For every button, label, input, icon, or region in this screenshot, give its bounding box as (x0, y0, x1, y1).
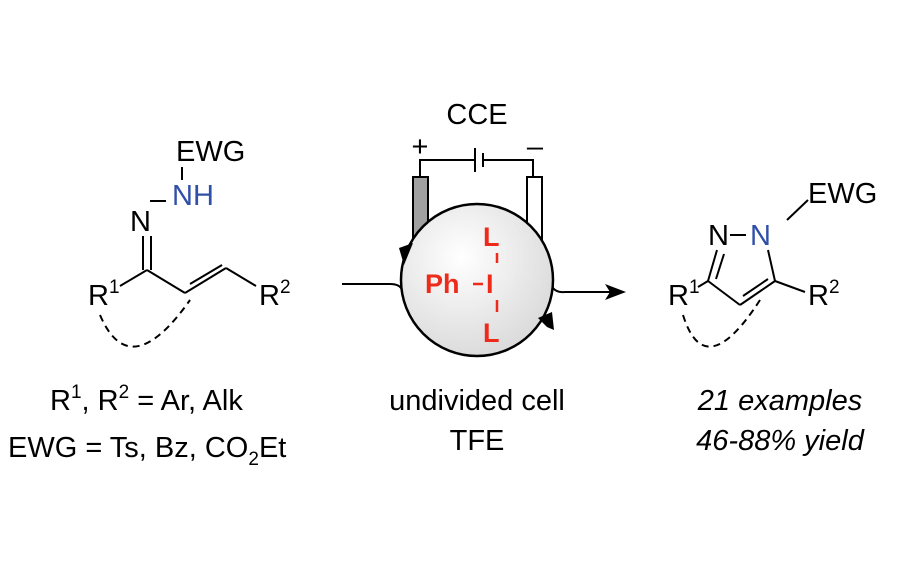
r-substituents-text: R1, R2 = Ar, Alk (50, 382, 243, 417)
cce-label: CCE (446, 99, 507, 131)
product-n1-label: N (750, 220, 771, 252)
catalyst-ph: Ph (425, 269, 460, 299)
catalyst-iodine: I (486, 269, 494, 299)
conditions-line2: TFE (450, 425, 505, 457)
ewg-substituents-text: EWG = Ts, Bz, CO2Et (8, 432, 286, 470)
examples-count: 21 examples (697, 385, 862, 417)
r1-label: R1 (88, 277, 120, 312)
ewg-label: EWG (176, 136, 245, 168)
cycle-arrowhead-icon (538, 312, 554, 330)
ring-dashed-arc (99, 299, 191, 348)
r2-label: R2 (259, 277, 291, 312)
starting-material-hydrazone: EWG NH N R1 R2 (88, 136, 291, 348)
product-ring-dashed-arc (682, 299, 761, 348)
electrochemical-cell: CCE + – Ph I L L (342, 99, 626, 358)
reaction-arrow-icon (605, 284, 626, 300)
catalytic-cycle-circle (399, 202, 555, 358)
cycle-arrowhead-icon (399, 243, 413, 265)
anode-plus-sign: + (412, 131, 429, 163)
n-label: N (130, 206, 151, 238)
product-ewg-label: EWG (808, 178, 877, 210)
yield-range: 46-88% yield (696, 425, 865, 457)
product-r1-label: R1 (668, 277, 700, 312)
ligand-top: L (483, 222, 500, 252)
ligand-bottom: L (483, 318, 500, 348)
product-n2-label: N (708, 220, 729, 252)
product-r2-label: R2 (808, 277, 840, 312)
nh-label: NH (172, 180, 214, 212)
cathode-minus-sign: – (527, 131, 544, 163)
product-pyrazole: EWG N N R1 R2 (668, 178, 877, 348)
conditions-line1: undivided cell (389, 385, 565, 417)
